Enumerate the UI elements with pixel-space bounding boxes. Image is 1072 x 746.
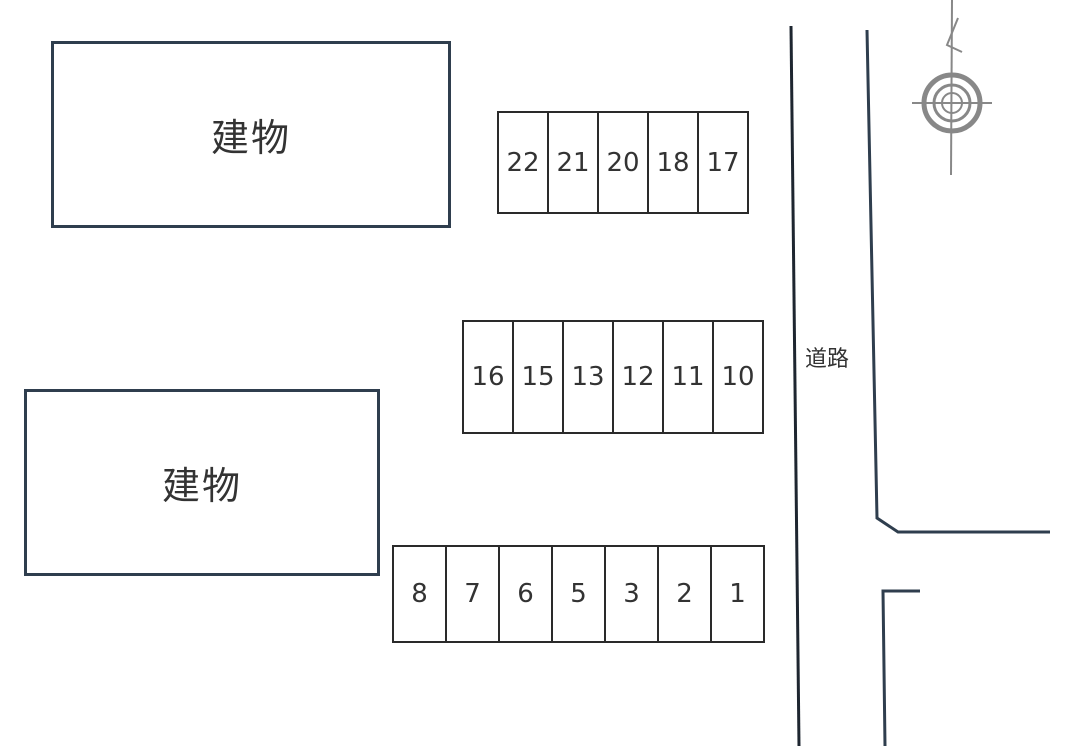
parking-slot: 18 [647, 111, 699, 214]
parking-slot: 12 [612, 320, 664, 434]
parking-slot: 17 [697, 111, 749, 214]
parking-slot: 6 [498, 545, 553, 643]
parking-slot: 21 [547, 111, 599, 214]
parking-slot: 13 [562, 320, 614, 434]
parking-slot: 22 [497, 111, 549, 214]
road-right-edge-upper [865, 29, 1050, 534]
parking-slot: 2 [657, 545, 712, 643]
parking-slot: 20 [597, 111, 649, 214]
parking-slot: 16 [462, 320, 514, 434]
building-bottom-label: 建物 [161, 464, 242, 508]
north-compass-icon [912, 0, 992, 176]
parking-slot: 5 [551, 545, 606, 643]
parking-slot: 8 [392, 545, 447, 643]
building-top-label: 建物 [210, 116, 291, 160]
parking-slot: 1 [710, 545, 765, 643]
parking-slot: 7 [445, 545, 500, 643]
road-label: 道路 [805, 347, 850, 372]
road-left-edge [789, 25, 801, 746]
parking-slot: 3 [604, 545, 659, 643]
parking-slot: 11 [662, 320, 714, 434]
parking-slot: 15 [512, 320, 564, 434]
building-bottom: 建物 [24, 389, 380, 576]
parking-slot: 10 [712, 320, 764, 434]
road-right-edge-lower [881, 589, 920, 746]
building-top: 建物 [51, 41, 451, 228]
